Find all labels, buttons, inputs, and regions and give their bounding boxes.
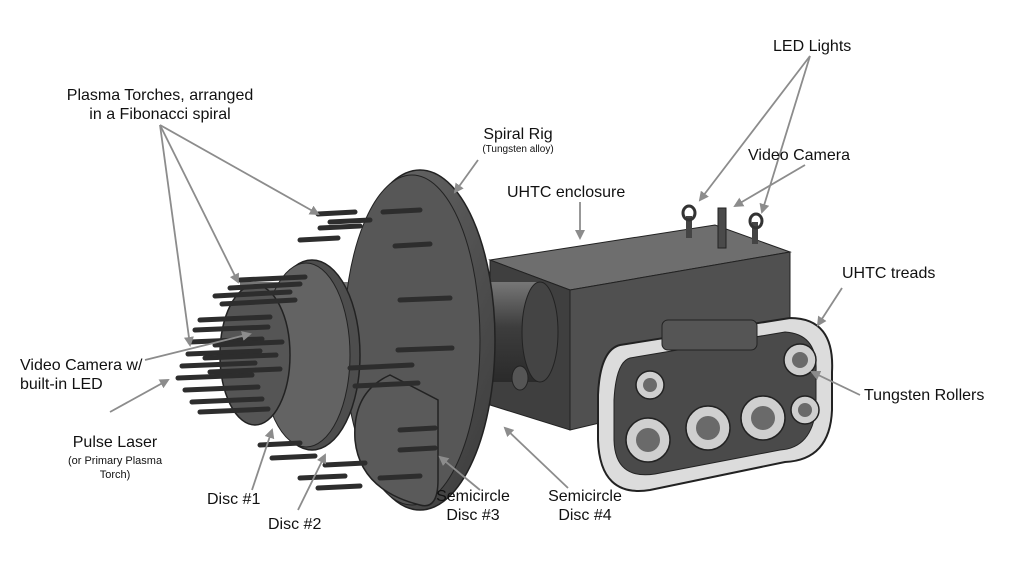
video-camera-label: Video Camera: [748, 147, 850, 164]
plasma-torches-label-line2: in a Fibonacci spiral: [89, 106, 231, 123]
semicircle-disc-4-line2: Disc #4: [558, 507, 612, 524]
video-camera-led-line1: Video Camera w/: [20, 357, 143, 374]
uhtc-enclosure-label: UHTC enclosure: [507, 184, 626, 201]
spiral-rig-note: (Tungsten alloy): [482, 144, 554, 155]
plasma-torches: [175, 207, 455, 491]
top-camera-and-lights: [681, 204, 764, 249]
disc-2: [261, 259, 361, 451]
semicircle-disc-3: [354, 374, 439, 507]
spiral-rig-label: Spiral Rig: [483, 126, 553, 143]
semicircle-disc-3-line1: Semicircle: [436, 488, 510, 505]
semicircle-disc-4-label: Semicircle Disc #4: [535, 487, 635, 525]
uhtc-treads-label: UHTC treads: [842, 265, 936, 282]
pulse-laser-note-line2: Torch): [99, 469, 131, 481]
tread-assembly: [597, 316, 834, 492]
pulse-laser-note: (or Primary Plasma Torch): [30, 454, 200, 482]
semicircle-disc-3-label: Semicircle Disc #3: [423, 487, 523, 525]
disc-1-label: Disc #1: [207, 491, 261, 508]
pulse-laser-note-line1: (or Primary Plasma: [67, 455, 163, 467]
plasma-torches-label-line1: Plasma Torches, arranged: [66, 87, 254, 104]
video-camera-led-label: Video Camera w/ built-in LED: [20, 356, 142, 394]
plasma-torches-label: Plasma Torches, arranged in a Fibonacci …: [50, 86, 270, 124]
tungsten-rollers-label: Tungsten Rollers: [864, 387, 985, 404]
semicircle-disc-4-line1: Semicircle: [548, 488, 622, 505]
callout-arrows: [109, 55, 861, 511]
disc-2-label: Disc #2: [268, 516, 322, 533]
semicircle-disc-3-line2: Disc #3: [446, 507, 500, 524]
video-camera-led-line2: built-in LED: [20, 376, 103, 393]
pulse-laser-label: Pulse Laser: [72, 434, 158, 451]
led-lights-label: LED Lights: [773, 38, 852, 55]
